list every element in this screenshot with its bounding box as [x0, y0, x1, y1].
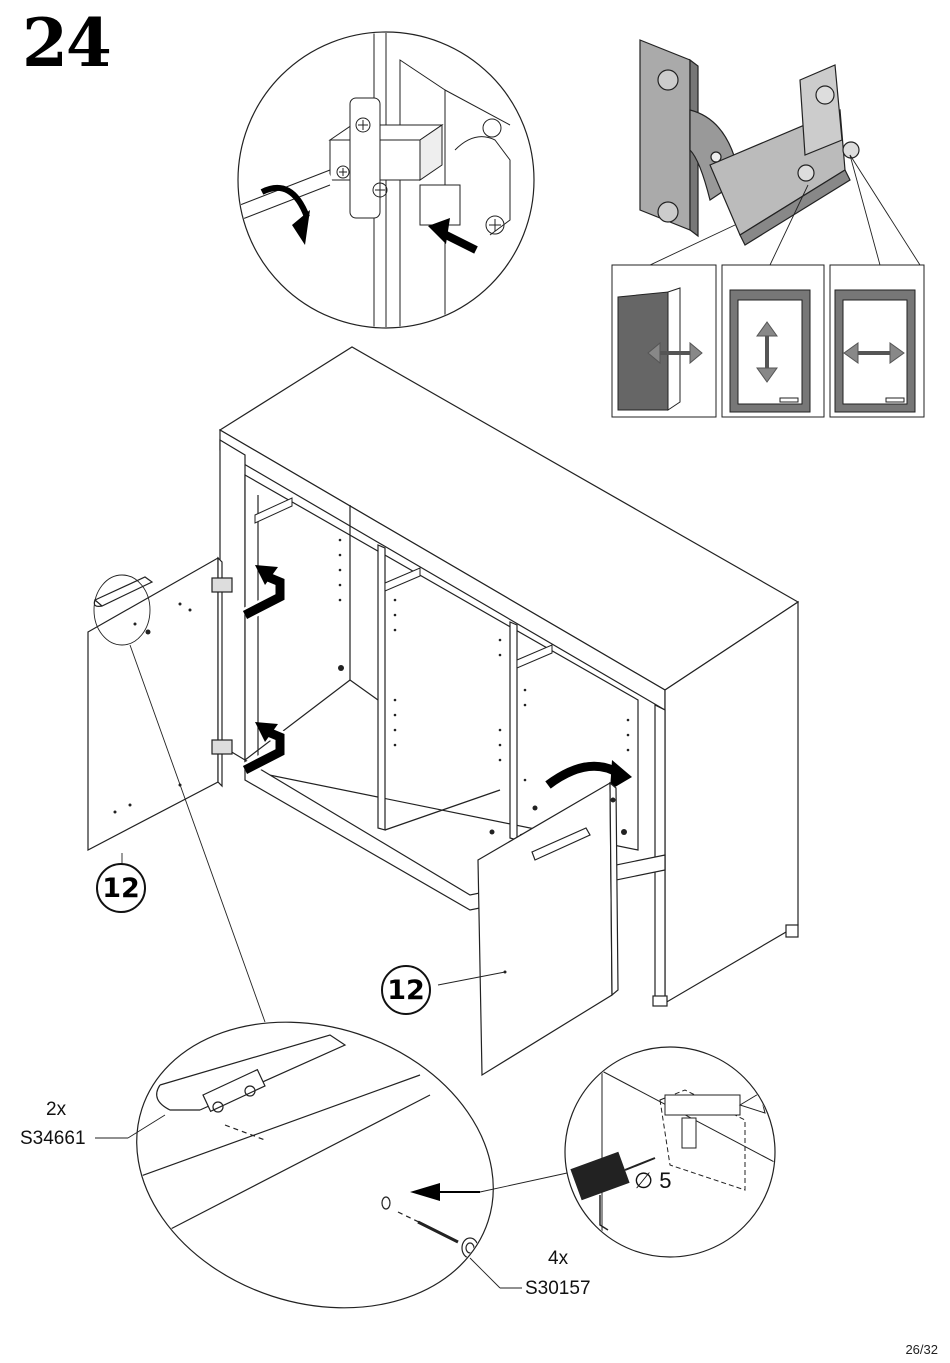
drilling-detail-circle — [565, 1047, 780, 1257]
vertical-adjust-box — [722, 265, 824, 417]
right-door-panel — [478, 783, 618, 1075]
handle-quantity: 2x — [46, 1100, 66, 1119]
left-door-panel — [88, 558, 232, 850]
hinge-perspective-view — [640, 40, 859, 245]
screw-part-code: S30157 — [525, 1279, 591, 1298]
screw-quantity: 4x — [548, 1249, 568, 1268]
step-number: 24 — [22, 10, 110, 76]
handle-detail-ellipse — [99, 978, 530, 1353]
page-number: 26/32 — [905, 1342, 938, 1357]
hinge-detail-circle — [238, 30, 534, 330]
part-label-badge-right: 12 — [381, 965, 431, 1015]
horizontal-adjust-box — [830, 265, 924, 417]
drill-diameter-label: ∅ 5 — [634, 1170, 672, 1192]
handle-part-code: S34661 — [20, 1129, 86, 1148]
depth-adjust-box — [612, 265, 716, 417]
part-label-badge-left: 12 — [96, 863, 146, 913]
